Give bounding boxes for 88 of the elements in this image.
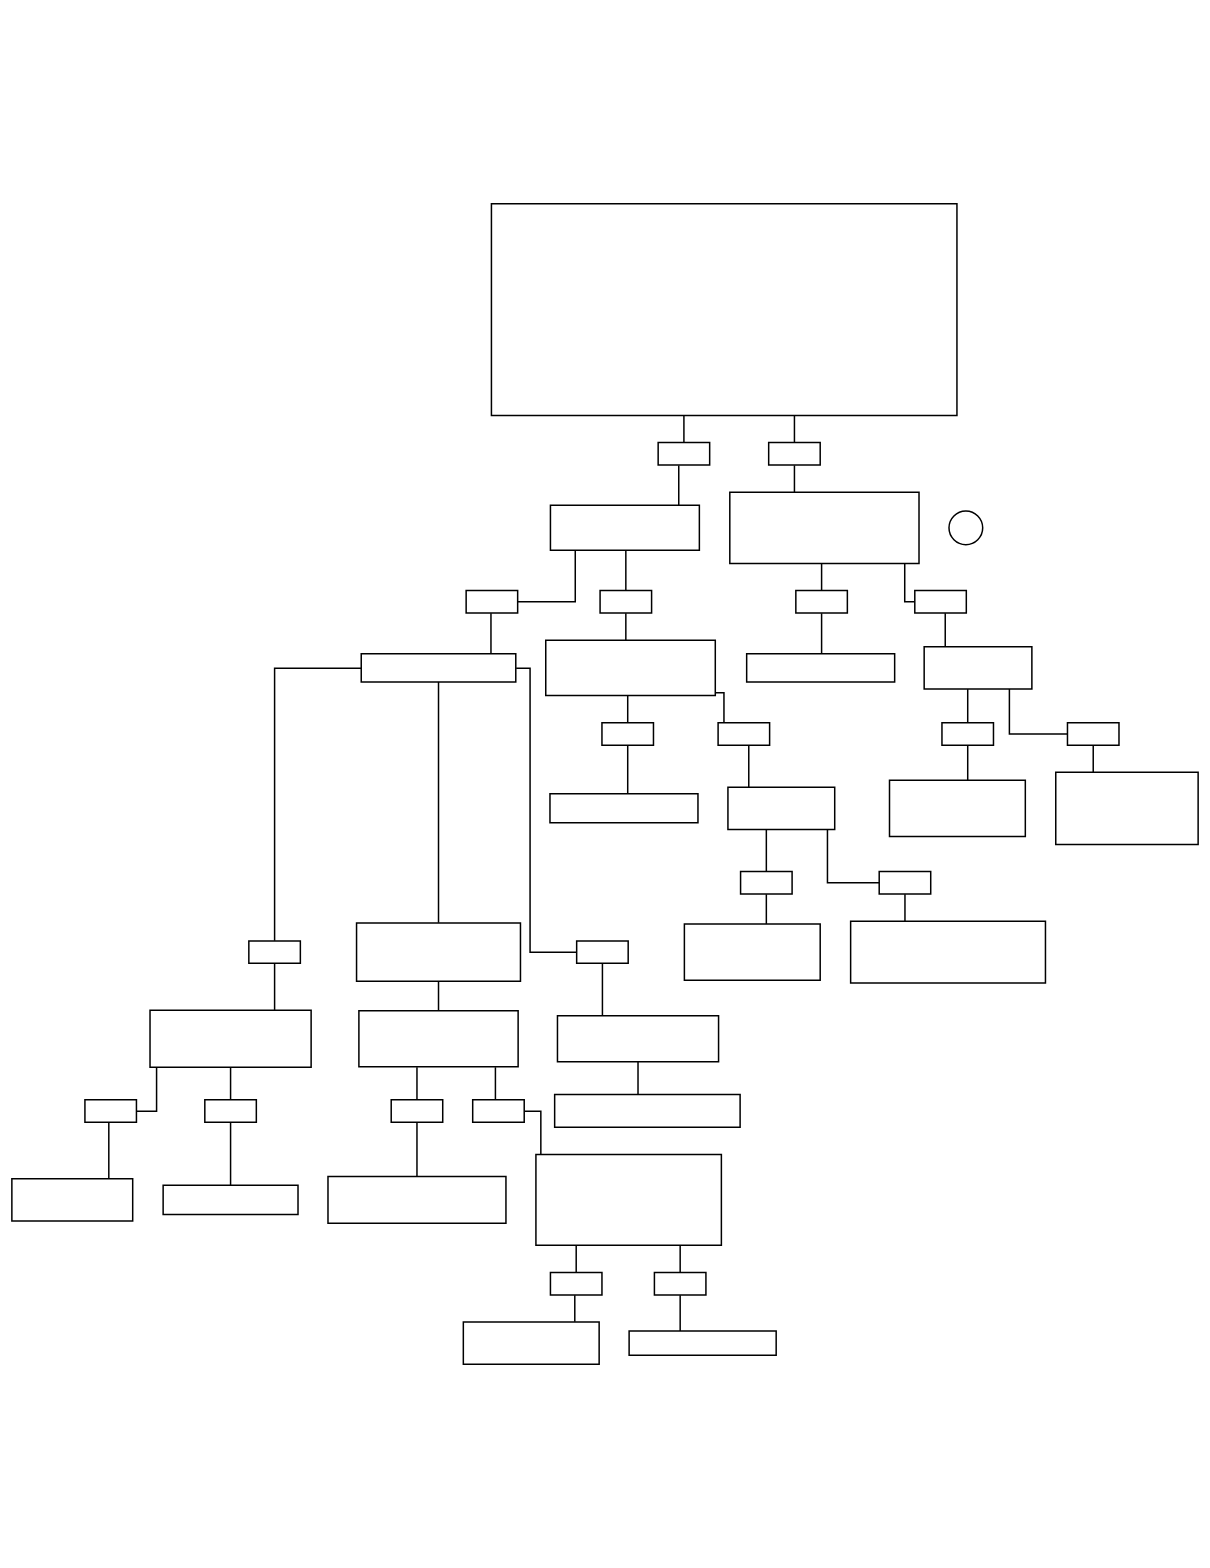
connector xyxy=(625,549,627,592)
connector xyxy=(625,612,627,641)
node-box xyxy=(556,1015,720,1063)
connector xyxy=(683,414,685,444)
node-box xyxy=(739,870,793,895)
node-box xyxy=(84,1098,138,1123)
connector xyxy=(679,1294,681,1332)
connector xyxy=(679,1244,681,1274)
connector xyxy=(437,681,440,924)
connector xyxy=(966,688,969,724)
connector xyxy=(273,962,276,1011)
node-box xyxy=(490,203,958,417)
node-box xyxy=(653,1271,707,1296)
node-box xyxy=(888,779,1027,838)
connector xyxy=(820,612,823,655)
connector xyxy=(820,562,823,592)
node-box xyxy=(941,721,995,746)
node-box xyxy=(745,653,896,683)
connector xyxy=(523,1110,542,1156)
node-box xyxy=(327,1175,507,1225)
node-box xyxy=(545,639,717,697)
connector xyxy=(793,464,796,493)
node-box xyxy=(549,504,701,552)
node-box xyxy=(575,940,629,965)
node-box xyxy=(727,786,836,831)
node-box xyxy=(549,793,699,824)
node-box xyxy=(248,940,302,965)
node-box xyxy=(471,1098,525,1123)
node-box xyxy=(1066,721,1120,746)
connector xyxy=(517,549,576,603)
node-box xyxy=(767,441,821,466)
connector xyxy=(135,1066,158,1113)
node-box xyxy=(729,491,920,565)
connector xyxy=(944,612,946,648)
connector xyxy=(904,562,916,603)
node-box xyxy=(1055,771,1199,846)
connector xyxy=(637,1061,639,1096)
node-circle xyxy=(948,510,984,546)
connector xyxy=(494,1066,497,1101)
node-box xyxy=(535,1153,723,1247)
node-box xyxy=(795,589,849,614)
connector xyxy=(575,1244,577,1274)
node-box xyxy=(717,721,771,746)
node-box xyxy=(878,870,932,895)
node-box xyxy=(360,653,517,683)
node-box xyxy=(628,1330,777,1357)
connector xyxy=(765,828,768,873)
node-box xyxy=(162,1184,299,1216)
connector xyxy=(748,744,750,788)
connector xyxy=(714,691,725,724)
connector xyxy=(229,1121,232,1186)
node-box xyxy=(549,1271,603,1296)
node-box xyxy=(849,920,1047,984)
connector xyxy=(108,1121,110,1180)
connector xyxy=(966,744,969,781)
connector xyxy=(826,828,880,884)
node-box xyxy=(149,1009,312,1069)
node-box xyxy=(390,1098,444,1123)
node-box xyxy=(923,646,1033,690)
connector xyxy=(793,414,796,444)
node-box xyxy=(657,441,711,466)
connector xyxy=(904,893,906,922)
connector xyxy=(1092,744,1094,773)
node-box xyxy=(204,1098,258,1123)
connector xyxy=(626,695,629,724)
node-box xyxy=(355,922,522,982)
node-box xyxy=(601,721,655,746)
node-box xyxy=(914,589,968,614)
node-box xyxy=(683,923,821,981)
connector xyxy=(574,1294,576,1323)
node-box xyxy=(11,1178,134,1222)
connector xyxy=(229,1066,232,1101)
connector xyxy=(678,464,680,507)
connector xyxy=(416,1066,418,1101)
node-box xyxy=(462,1321,600,1365)
connector xyxy=(416,1121,418,1178)
node-box xyxy=(358,1009,519,1068)
connector xyxy=(1008,688,1068,735)
connector xyxy=(515,667,578,953)
node-box xyxy=(553,1093,741,1129)
connector xyxy=(601,962,604,1017)
connector xyxy=(765,893,768,925)
connector xyxy=(626,744,629,795)
node-box xyxy=(599,589,653,614)
connector xyxy=(273,667,362,942)
node-box xyxy=(465,589,519,614)
connector xyxy=(437,980,440,1012)
connector xyxy=(490,612,492,655)
